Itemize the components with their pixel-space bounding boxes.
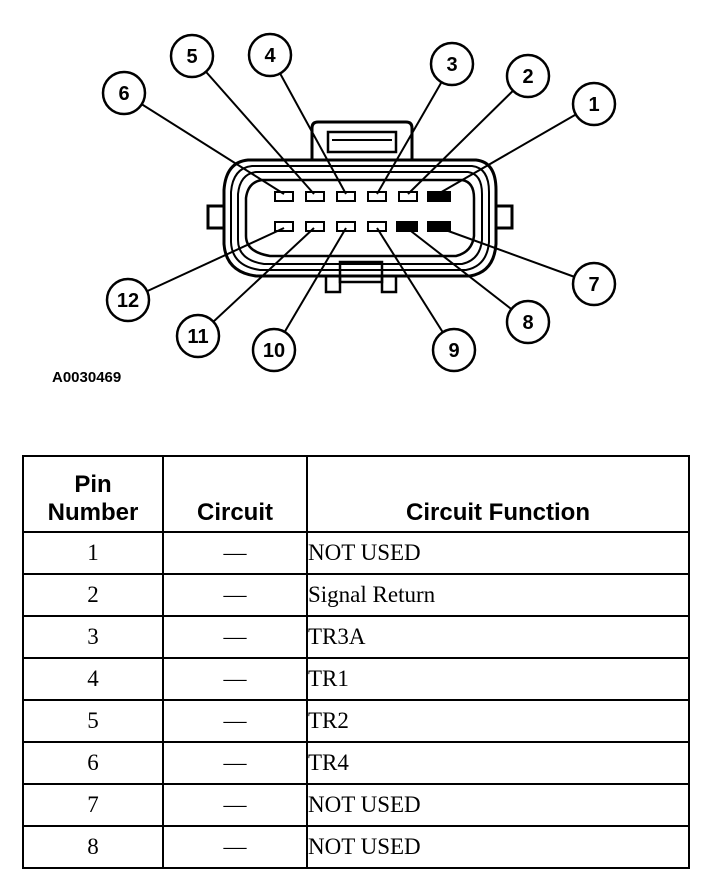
table-header-row: Pin Number Circuit Circuit Function — [22, 455, 690, 533]
pin-number-cell: 8 — [22, 825, 164, 869]
callout-7: 7 — [571, 261, 617, 307]
header-circuit-function: Circuit Function — [306, 455, 690, 533]
circuit-function-cell: NOT USED — [306, 825, 690, 869]
callout-4-label: 4 — [264, 45, 276, 67]
cavity-2 — [398, 191, 418, 202]
callout-4: 4 — [247, 32, 293, 78]
circuit-function-cell: TR1 — [306, 657, 690, 701]
callout-2-label: 2 — [522, 66, 533, 88]
callout-11-label: 11 — [187, 326, 208, 348]
header-pin-line1: Pin — [74, 471, 112, 498]
circuit-cell: — — [162, 741, 308, 785]
circuit-cell: — — [162, 531, 308, 575]
callout-1-label: 1 — [588, 94, 599, 116]
header-circuit: Circuit — [162, 455, 308, 533]
table-row: 3 — TR3A — [22, 615, 690, 659]
callout-12: 12 — [105, 277, 151, 323]
callout-5-label: 5 — [186, 46, 197, 68]
callout-8: 8 — [505, 299, 551, 345]
cavity-11 — [305, 221, 325, 232]
callout-10-label: 10 — [263, 340, 285, 362]
cavity-7 — [427, 221, 451, 232]
connector-body — [206, 120, 514, 294]
pin-number-cell: 7 — [22, 783, 164, 827]
callout-12-label: 12 — [117, 290, 139, 312]
circuit-function-cell: NOT USED — [306, 531, 690, 575]
pin-number-cell: 4 — [22, 657, 164, 701]
callout-3-label: 3 — [446, 54, 457, 76]
pin-number-cell: 1 — [22, 531, 164, 575]
callout-3: 3 — [429, 41, 475, 87]
circuit-function-cell: TR3A — [306, 615, 690, 659]
callout-7-label: 7 — [588, 274, 599, 296]
figure-id: A0030469 — [52, 369, 121, 386]
table-row: 1 — NOT USED — [22, 531, 690, 575]
pin-number-cell: 5 — [22, 699, 164, 743]
circuit-cell: — — [162, 699, 308, 743]
pin-number-cell: 6 — [22, 741, 164, 785]
cavity-10 — [336, 221, 356, 232]
table-row: 4 — TR1 — [22, 657, 690, 701]
header-pin-line2: Number — [47, 499, 139, 526]
callout-1: 1 — [571, 81, 617, 127]
pin-table: Pin Number Circuit Circuit Function 1 — … — [22, 455, 690, 869]
header-pin-number: Pin Number — [22, 455, 164, 533]
cavity-1 — [427, 191, 451, 202]
connector-diagram: 1 2 3 4 5 6 7 8 9 10 11 12 A0 — [52, 32, 617, 386]
table-row: 5 — TR2 — [22, 699, 690, 743]
callout-10: 10 — [251, 327, 297, 373]
callout-6: 6 — [101, 70, 147, 116]
callout-6-label: 6 — [118, 83, 129, 105]
circuit-cell: — — [162, 825, 308, 869]
callout-5: 5 — [169, 33, 215, 79]
callout-2: 2 — [505, 53, 551, 99]
table-row: 6 — TR4 — [22, 741, 690, 785]
pin-number-cell: 2 — [22, 573, 164, 617]
table-row: 2 — Signal Return — [22, 573, 690, 617]
cavity-9 — [367, 221, 387, 232]
pin-cavities — [274, 191, 451, 232]
circuit-function-cell: Signal Return — [306, 573, 690, 617]
circuit-cell: — — [162, 783, 308, 827]
table-row: 7 — NOT USED — [22, 783, 690, 827]
pin-number-cell: 3 — [22, 615, 164, 659]
circuit-function-cell: TR2 — [306, 699, 690, 743]
callout-9: 9 — [431, 327, 477, 373]
cavity-5 — [305, 191, 325, 202]
circuit-cell: — — [162, 615, 308, 659]
cavity-12 — [274, 221, 294, 232]
callout-11: 11 — [175, 313, 221, 359]
leader-lines — [123, 54, 595, 351]
table-row: 8 — NOT USED — [22, 825, 690, 869]
circuit-cell: — — [162, 657, 308, 701]
callout-8-label: 8 — [522, 312, 533, 334]
cavity-6 — [274, 191, 294, 202]
circuit-function-cell: NOT USED — [306, 783, 690, 827]
circuit-cell: — — [162, 573, 308, 617]
cavity-8 — [396, 221, 418, 232]
callout-9-label: 9 — [448, 340, 459, 362]
circuit-function-cell: TR4 — [306, 741, 690, 785]
